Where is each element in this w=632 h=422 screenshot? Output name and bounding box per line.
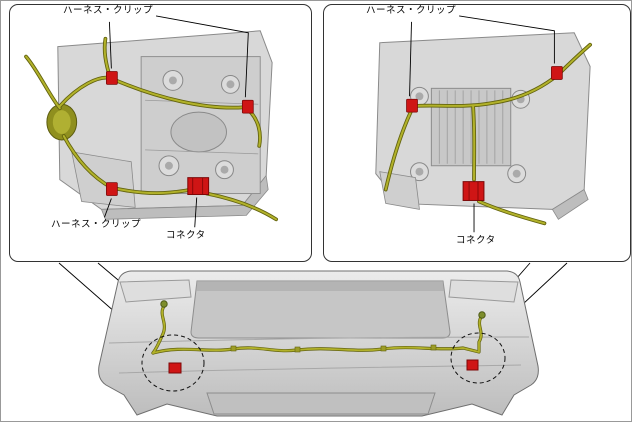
left-connector-part	[187, 177, 210, 196]
left-bracket-drawing	[24, 15, 278, 228]
right-connector-part	[462, 181, 485, 201]
right-harness-clips	[406, 66, 563, 113]
left-detail-panel	[9, 4, 312, 262]
bumper-harness-wire	[152, 305, 483, 354]
zoom-region-right	[450, 332, 506, 384]
right-harness-wire	[384, 43, 592, 225]
left-harness-grommet	[46, 103, 78, 141]
bumper-harness-clip-dots	[230, 344, 437, 353]
left-leader-lines	[104, 15, 249, 228]
right-bracket-drawing	[375, 15, 593, 233]
left-bracket-part	[57, 30, 273, 220]
right-bracket-part	[375, 32, 591, 220]
right-connector-label: コネクタ	[456, 235, 496, 246]
panel-to-region-lines	[58, 262, 568, 342]
left-harness-clip-bottom-label: ハーネス・クリップ	[51, 219, 142, 230]
right-leader-lines	[409, 15, 555, 233]
bumper-harness-ends	[160, 300, 486, 374]
left-harness-clip-top-label: ハーネス・クリップ	[63, 5, 154, 16]
left-harness-clips	[106, 71, 254, 196]
rear-bumper-part	[98, 270, 539, 417]
bumper-harness-wire-outline	[151, 304, 483, 355]
left-connector-label: コネクタ	[166, 230, 206, 241]
right-detail-panel	[323, 4, 631, 262]
right-harness-clip-top-label: ハーネス・クリップ	[366, 5, 457, 16]
zoom-region-left	[141, 334, 205, 392]
